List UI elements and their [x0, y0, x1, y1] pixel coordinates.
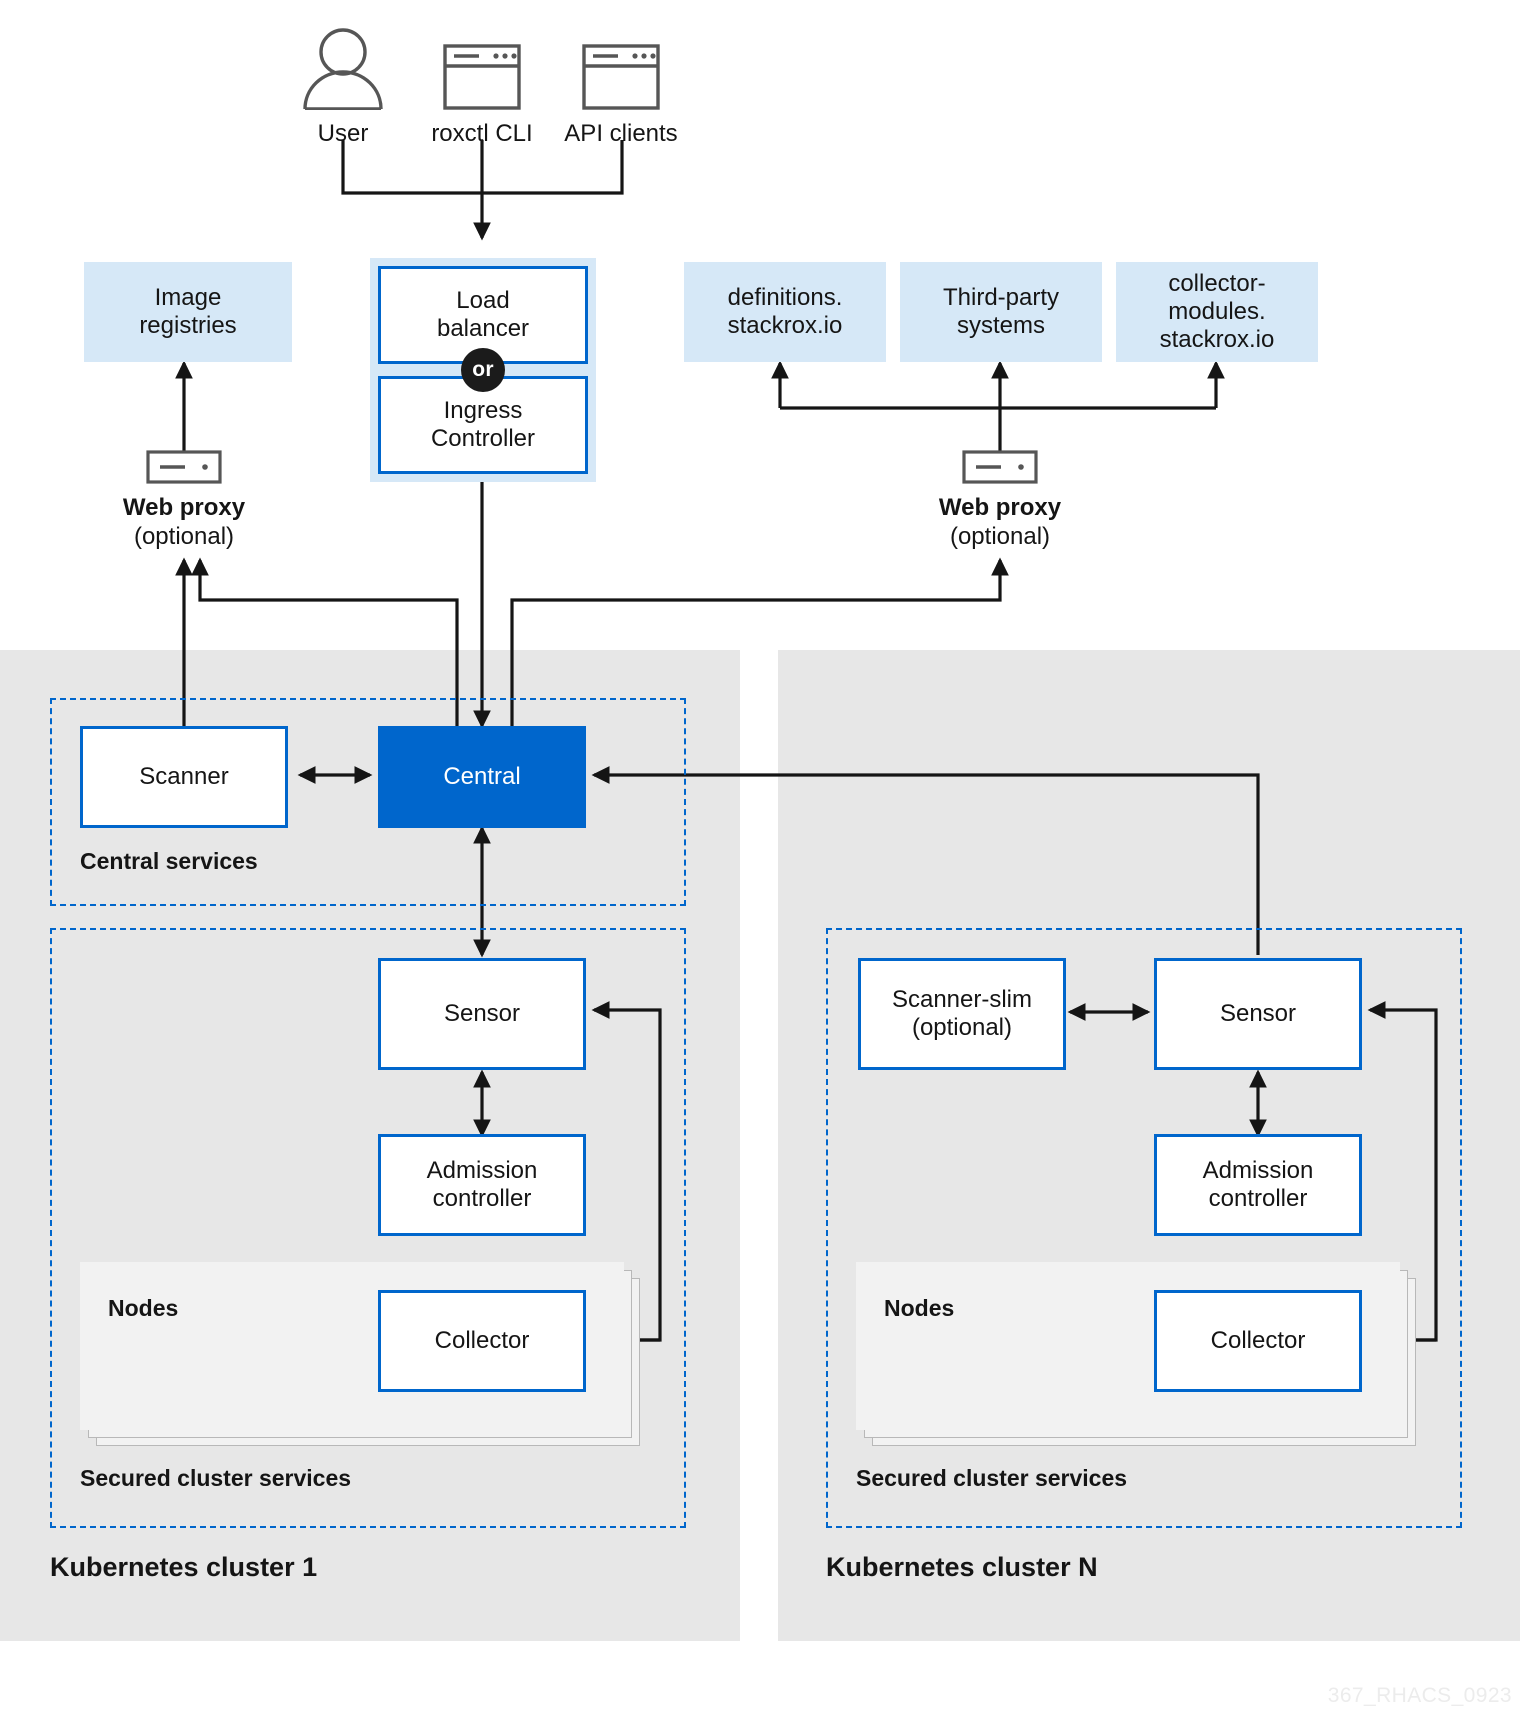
actor-label-user: User: [317, 120, 369, 147]
external-label-line2: modules.: [1168, 297, 1266, 325]
collector-box-cluster-1[interactable]: Collector: [378, 1290, 586, 1392]
load-balancer-label-line2: balancer: [436, 315, 530, 342]
web-proxy-subtitle: (optional): [949, 522, 1051, 550]
collector-label: Collector: [1210, 1326, 1306, 1354]
admission-controller-label-line2: controller: [1208, 1185, 1308, 1212]
nodes-label-cluster-1: Nodes: [108, 1295, 179, 1321]
scanner-slim-box-cluster-n[interactable]: Scanner-slim (optional): [858, 958, 1066, 1070]
actor-label-roxctl: roxctl CLI: [431, 120, 533, 147]
proxy-server-icon: [962, 450, 1038, 484]
sensor-label: Sensor: [443, 999, 521, 1027]
ingress-controller-label-line2: Controller: [430, 425, 536, 452]
secured-cluster-services-label-n: Secured cluster services: [856, 1465, 1128, 1491]
central-services-label: Central services: [80, 848, 258, 874]
scanner-label: Scanner: [139, 762, 229, 790]
external-label-line3: stackrox.io: [1159, 326, 1275, 354]
external-image-registries: Image registries: [84, 262, 292, 362]
external-label-line1: Image: [154, 283, 222, 311]
secured-cluster-services-label-1: Secured cluster services: [80, 1465, 352, 1491]
collector-label: Collector: [434, 1326, 530, 1354]
admission-controller-box-cluster-n[interactable]: Admission controller: [1154, 1134, 1362, 1236]
or-badge: or: [461, 348, 505, 392]
external-label-line1: definitions.: [727, 283, 843, 311]
user-icon: [300, 28, 386, 111]
load-balancer-label-line1: Load: [456, 286, 510, 314]
external-third-party-systems: Third-party systems: [900, 262, 1102, 362]
scanner-box[interactable]: Scanner: [80, 726, 288, 828]
admission-controller-box-cluster-1[interactable]: Admission controller: [378, 1134, 586, 1236]
ingress-controller-box[interactable]: Ingress Controller: [378, 376, 588, 474]
sensor-box-cluster-n[interactable]: Sensor: [1154, 958, 1362, 1070]
admission-controller-label-line2: controller: [432, 1185, 532, 1212]
central-label: Central: [443, 762, 521, 790]
external-collector-modules-stackrox: collector- modules. stackrox.io: [1116, 262, 1318, 362]
secured-cluster-services-group-n: [826, 928, 1462, 1528]
web-proxy-subtitle: (optional): [133, 522, 235, 550]
external-label-line2: stackrox.io: [727, 312, 843, 339]
sensor-label: Sensor: [1219, 999, 1297, 1027]
external-label-line2: registries: [139, 312, 237, 339]
external-label-line2: systems: [956, 312, 1045, 339]
load-balancer-box[interactable]: Load balancer: [378, 266, 588, 364]
watermark: 367_RHACS_0923: [1327, 1684, 1512, 1707]
web-proxy-label-right: Web proxy (optional): [900, 494, 1100, 552]
admission-controller-label-line1: Admission: [1202, 1156, 1314, 1184]
terminal-window-icon: [443, 44, 521, 110]
admission-controller-label-line1: Admission: [426, 1156, 538, 1184]
central-box[interactable]: Central: [378, 726, 586, 828]
terminal-window-icon: [582, 44, 660, 110]
central-services-group: [50, 698, 686, 906]
web-proxy-title: Web proxy: [938, 494, 1062, 521]
nodes-label-cluster-n: Nodes: [884, 1295, 955, 1321]
external-label-line1: Third-party: [942, 283, 1060, 311]
kubernetes-cluster-1-label: Kubernetes cluster 1: [50, 1552, 318, 1582]
ingress-controller-label-line1: Ingress: [443, 396, 523, 424]
scanner-slim-label-line1: Scanner-slim: [891, 985, 1033, 1013]
collector-box-cluster-n[interactable]: Collector: [1154, 1290, 1362, 1392]
external-label-line1: collector-: [1168, 269, 1266, 297]
web-proxy-label-left: Web proxy (optional): [84, 494, 284, 552]
or-badge-label: or: [472, 358, 494, 381]
proxy-server-icon: [146, 450, 222, 484]
actor-label-api-clients: API clients: [564, 120, 678, 147]
web-proxy-title: Web proxy: [122, 494, 246, 521]
sensor-box-cluster-1[interactable]: Sensor: [378, 958, 586, 1070]
external-definitions-stackrox: definitions. stackrox.io: [684, 262, 886, 362]
secured-cluster-services-group-1: [50, 928, 686, 1528]
scanner-slim-label-line2: (optional): [911, 1014, 1013, 1041]
kubernetes-cluster-n-label: Kubernetes cluster N: [826, 1552, 1098, 1582]
